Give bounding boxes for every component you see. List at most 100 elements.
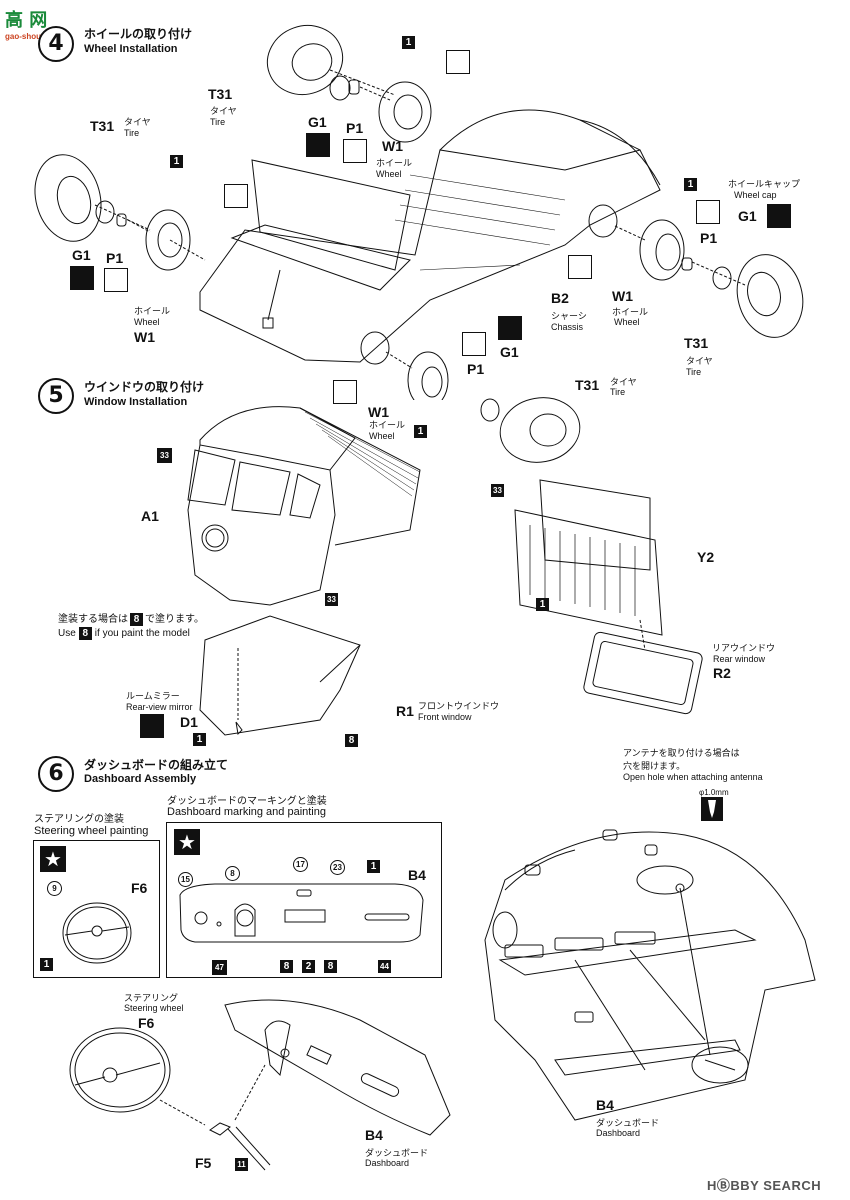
tire-label-en: Tire	[686, 367, 702, 377]
part-label-b2: B2	[551, 290, 569, 306]
dash-marking-en: Dashboard marking and painting	[167, 806, 326, 818]
cement-icon	[767, 204, 791, 228]
cement-icon	[498, 316, 522, 340]
front-window-label-jp: フロントウインドウ	[418, 702, 500, 712]
color-chip: 8	[78, 627, 92, 640]
tire-label-en: Tire	[210, 117, 226, 127]
tire-label-jp: タイヤ	[124, 118, 151, 128]
wheelcap-label-en: Wheel cap	[734, 190, 777, 200]
no-cement-icon	[224, 184, 248, 208]
part-label-d1: D1	[180, 714, 198, 730]
wheel-installation-diagram	[34, 25, 804, 400]
steering-painting-en: Steering wheel painting	[34, 825, 149, 837]
decal-ref: 17	[293, 857, 308, 872]
part-label-t31: T31	[208, 86, 233, 102]
color-chip: 33	[325, 593, 338, 606]
footer-brand: HⒷBBY SEARCH	[707, 1178, 822, 1193]
part-label-t31: T31	[684, 335, 709, 351]
part-label-r1: R1	[396, 703, 414, 719]
decal-ref: 33	[157, 448, 172, 463]
steering-wheel-drawing	[62, 902, 132, 964]
wheel-label-jp: ホイール	[369, 421, 406, 431]
color-chip: 33	[491, 484, 504, 497]
wheel-label-jp: ホイール	[134, 307, 171, 317]
part-label-p1: P1	[106, 250, 124, 266]
antenna-note-jp1: アンテナを取り付ける場合は	[623, 749, 740, 759]
part-label-w1: W1	[382, 138, 403, 154]
step-4-title-en: Wheel Installation	[84, 43, 178, 55]
cement-icon	[306, 133, 330, 157]
wheel-label-en: Wheel	[614, 317, 640, 327]
color-chip: 8	[280, 960, 293, 973]
paint-note-en-text: Use	[58, 628, 76, 640]
color-chip: 1	[536, 598, 549, 611]
color-chip: 1	[684, 178, 697, 191]
antenna-note-jp2: 穴を開けます。	[623, 762, 686, 772]
paint-note-jp-text2: で塗ります。	[145, 614, 204, 625]
star-icon: ★	[40, 846, 66, 872]
tire-label-en: Tire	[124, 128, 140, 138]
decal-ref: 15	[178, 872, 193, 887]
part-label-f6: F6	[131, 880, 148, 896]
step-4-title-jp: ホイールの取り付け	[84, 27, 193, 41]
wheel-label-en: Wheel	[376, 169, 402, 179]
rear-window-label-en: Rear window	[713, 654, 766, 664]
tire-label-jp: タイヤ	[610, 378, 637, 388]
part-label-w1: W1	[368, 404, 389, 420]
step-6-title-en: Dashboard Assembly	[84, 773, 197, 785]
no-cement-icon	[446, 50, 470, 74]
part-label-w1: W1	[612, 288, 633, 304]
steering-painting-jp: ステアリングの塗装	[34, 814, 124, 825]
step-4-number: 4	[38, 26, 74, 62]
dashboard-label-jp: ダッシュボード	[365, 1149, 429, 1159]
no-cement-icon	[104, 268, 128, 292]
dashboard-label-en: Dashboard	[596, 1128, 641, 1138]
dashboard-label-en: Dashboard	[365, 1158, 410, 1168]
window-installation-diagram	[187, 397, 703, 736]
part-label-y2: Y2	[697, 549, 715, 565]
color-chip: 44	[378, 960, 391, 973]
decal-ref: 9	[47, 881, 62, 896]
no-cement-icon	[462, 332, 486, 356]
step-6-number: 6	[38, 756, 74, 792]
dashboard-label-jp: ダッシュボード	[596, 1119, 660, 1129]
cement-icon	[70, 266, 94, 290]
part-label-f5: F5	[195, 1155, 212, 1171]
color-chip: 1	[367, 860, 380, 873]
mirror-label-en: Rear-view mirror	[126, 702, 193, 712]
rear-window-label-jp: リアウインドウ	[712, 644, 776, 654]
color-chip: 1	[40, 958, 53, 971]
step-6-title-jp: ダッシュボードの組み立て	[84, 758, 229, 772]
no-cement-icon	[333, 380, 357, 404]
tire-label-jp: タイヤ	[210, 107, 237, 117]
decal-ref: 47	[212, 960, 227, 975]
no-cement-icon	[568, 255, 592, 279]
part-label-p1: P1	[467, 361, 485, 377]
watermark-logo: 高 网 gao-shou.com	[5, 6, 60, 41]
color-chip: 1	[193, 733, 206, 746]
decal-ref: 8	[225, 866, 240, 881]
color-chip: 11	[235, 1158, 248, 1171]
paint-note-en-text2: if you paint the model	[94, 628, 190, 640]
part-label-b4: B4	[596, 1097, 614, 1113]
step-5-title-en: Window Installation	[84, 396, 188, 408]
no-cement-icon	[343, 139, 367, 163]
no-cement-icon	[696, 200, 720, 224]
part-label-p1: P1	[700, 230, 718, 246]
part-label-p1: P1	[346, 120, 364, 136]
paint-note-jp-text: 塗装する場合は	[58, 614, 128, 625]
dashboard-panel-drawing	[179, 883, 424, 943]
wheel-label-jp: ホイール	[612, 308, 649, 318]
part-label-g1: G1	[308, 114, 327, 130]
step-5-title-jp: ウインドウの取り付け	[84, 380, 205, 394]
part-label-t31: T31	[575, 377, 600, 393]
wheel-label-jp: ホイール	[376, 159, 413, 169]
antenna-note-en: Open hole when attaching antenna	[623, 772, 763, 782]
mirror-label-jp: ルームミラー	[126, 692, 180, 702]
drill-icon	[701, 797, 723, 821]
dash-marking-panel	[166, 822, 442, 978]
chassis-label-jp: シャーシ	[551, 312, 587, 322]
decal-ref: 23	[330, 860, 345, 875]
